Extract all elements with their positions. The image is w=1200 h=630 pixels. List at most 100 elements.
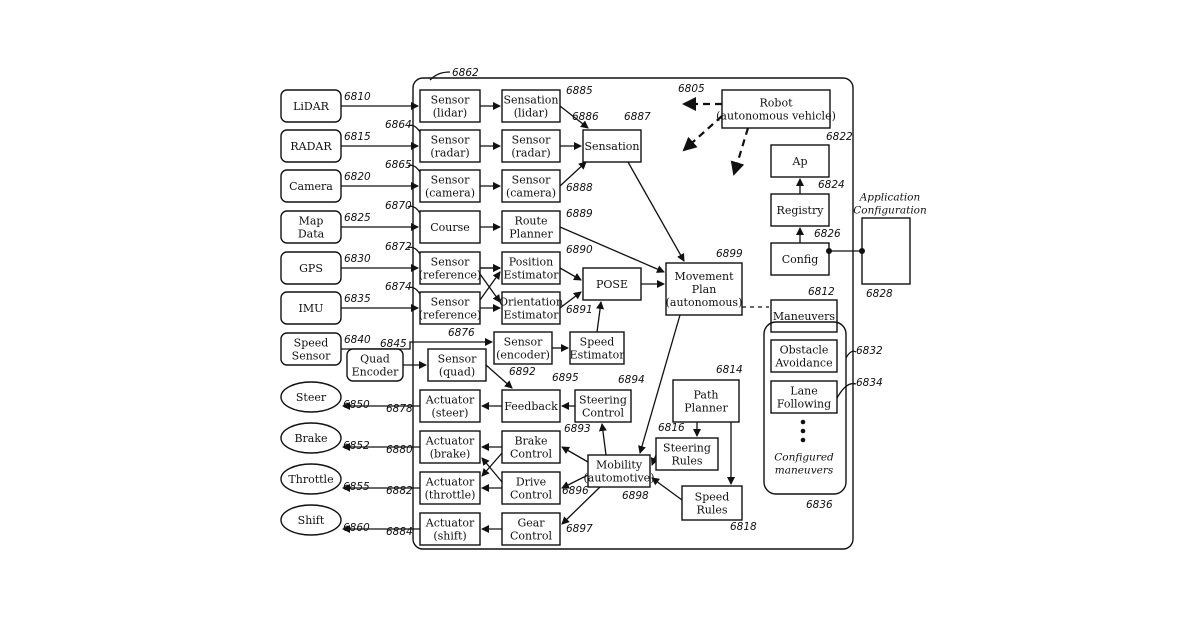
ref-lane: 6834 <box>856 377 883 389</box>
ref-col2-5: 6891 <box>566 304 593 316</box>
registry: Registry <box>771 194 829 226</box>
ref-input-6: 6840 <box>344 334 371 346</box>
output-brake-label: Brake <box>294 432 327 445</box>
ref-col1-3: 6870 <box>385 200 412 212</box>
col2-node-7: BrakeControl <box>502 431 560 463</box>
col2-node-3: RoutePlanner <box>502 211 560 243</box>
ref-col1-5: 6874 <box>385 281 412 293</box>
ref-input-4: 6830 <box>344 253 371 265</box>
ref-col2-4: 6890 <box>566 244 593 256</box>
maneuvers: Maneuvers <box>771 300 837 332</box>
output-throttle: Throttle <box>281 464 341 494</box>
col1-node-10: Actuator(shift) <box>420 513 480 545</box>
ref-input-1: 6815 <box>344 131 371 143</box>
ref-col2-6: 6895 <box>552 372 579 384</box>
application-configuration-box <box>862 218 910 284</box>
steering-control-label: SteeringControl <box>579 394 627 420</box>
ref-col2-2: 6888 <box>566 182 593 194</box>
output-steer-label: Steer <box>296 391 327 404</box>
ref-obstacle: 6832 <box>856 345 883 357</box>
col1-node-0-label: Sensor(lidar) <box>431 94 470 120</box>
ref-steering-rules: 6816 <box>658 422 685 434</box>
col2-node-6-label: Feedback <box>504 400 558 413</box>
ref-configured: 6836 <box>806 499 833 511</box>
sensation-label: Sensation <box>585 140 640 153</box>
input-1-label: RADAR <box>290 140 332 153</box>
obstacle-avoidance-label: ObstacleAvoidance <box>774 344 832 370</box>
ref-col2-3: 6889 <box>566 208 593 220</box>
ref-col1-2: 6865 <box>385 159 412 171</box>
sensor-encoder: Sensor(encoder) <box>494 332 552 364</box>
col1-node-9: Actuator(throttle) <box>420 472 480 504</box>
col2-node-4-label: PositionEstimator <box>504 256 560 282</box>
ref-output-1: 6852 <box>343 440 370 452</box>
ref-6892: 6892 <box>509 366 536 378</box>
ref-registry: 6824 <box>818 179 845 191</box>
col2-node-5-label: OrientationEstimator <box>499 296 563 322</box>
col1-node-3-label: Course <box>430 221 470 234</box>
ellipsis-dot-3 <box>801 438 806 443</box>
input-5-label: IMU <box>299 302 324 315</box>
ellipsis-dot-2 <box>801 429 806 434</box>
registry-label: Registry <box>777 204 825 217</box>
obstacle-avoidance: ObstacleAvoidance <box>771 340 837 372</box>
output-steer: Steer <box>281 382 341 412</box>
maneuvers-label: Maneuvers <box>773 310 835 323</box>
col1-node-9-label: Actuator(throttle) <box>425 476 476 502</box>
diagram-nodes: LiDARRADARCameraMapDataGPSIMUSpeedSensor… <box>281 90 837 545</box>
ref-robot: 6805 <box>678 83 705 95</box>
ref-col1-1: 6864 <box>385 119 412 131</box>
col2-node-3-label: RoutePlanner <box>509 215 553 241</box>
ref-frame: 6862 <box>452 67 479 79</box>
ref-col2-7: 6893 <box>564 423 591 435</box>
ref-sensation: 6887 <box>624 111 651 123</box>
ellipsis-dot-1 <box>801 420 806 425</box>
ref-path-planner: 6814 <box>716 364 743 376</box>
col2-node-2-label: Sensor(camera) <box>506 174 556 200</box>
col2-node-6: Feedback <box>502 390 560 422</box>
input-2-label: Camera <box>289 180 333 193</box>
col1-node-5: Sensor(reference) <box>419 292 481 324</box>
ref-input-0: 6810 <box>344 91 371 103</box>
ref-col1-8: 6880 <box>386 444 413 456</box>
ap: Ap <box>771 145 829 177</box>
config-label: Config <box>782 253 819 266</box>
input-5: IMU <box>281 292 341 324</box>
ref-col2-9: 6897 <box>566 523 593 535</box>
col2-node-8-label: DriveControl <box>510 476 552 502</box>
ref-col1-4: 6872 <box>385 241 412 253</box>
col2-node-2: Sensor(camera) <box>502 170 560 202</box>
steering-control: SteeringControl <box>575 390 631 422</box>
ref-steering-control: 6894 <box>618 374 645 386</box>
col2-node-0: Sensation(lidar) <box>502 90 560 122</box>
col1-node-7-label: Actuator(steer) <box>425 394 475 420</box>
col2-node-8: DriveControl <box>502 472 560 504</box>
input-2: Camera <box>281 170 341 202</box>
output-throttle-label: Throttle <box>288 473 333 486</box>
output-shift-label: Shift <box>298 514 325 527</box>
input-6: SpeedSensor <box>281 333 341 365</box>
ref-col1-10: 6884 <box>386 526 413 538</box>
speed-rules: SpeedRules <box>682 486 742 520</box>
input-0: LiDAR <box>281 90 341 122</box>
ref-input-3: 6825 <box>344 212 371 224</box>
robot: Robot(autonomous vehicle) <box>716 90 836 128</box>
col1-node-2: Sensor(camera) <box>420 170 480 202</box>
ref-sensor-encoder: 6876 <box>448 327 475 339</box>
ap-label: Ap <box>792 155 808 168</box>
input-1: RADAR <box>281 130 341 162</box>
col2-node-1: Sensor(radar) <box>502 130 560 162</box>
ref-output-0: 6850 <box>343 399 370 411</box>
ref-input-5: 6835 <box>344 293 371 305</box>
col1-node-7: Actuator(steer) <box>420 390 480 422</box>
ref-output-3: 6860 <box>343 522 370 534</box>
ref-quad-encoder: 6845 <box>380 338 407 350</box>
col1-node-1: Sensor(radar) <box>420 130 480 162</box>
input-4-label: GPS <box>299 262 323 275</box>
output-brake: Brake <box>281 423 341 453</box>
ref-col1-7: 6878 <box>386 403 413 415</box>
ref-col2-8: 6896 <box>562 485 589 497</box>
col1-node-8: Actuator(brake) <box>420 431 480 463</box>
col2-node-9: GearControl <box>502 513 560 545</box>
input-4: GPS <box>281 252 341 284</box>
